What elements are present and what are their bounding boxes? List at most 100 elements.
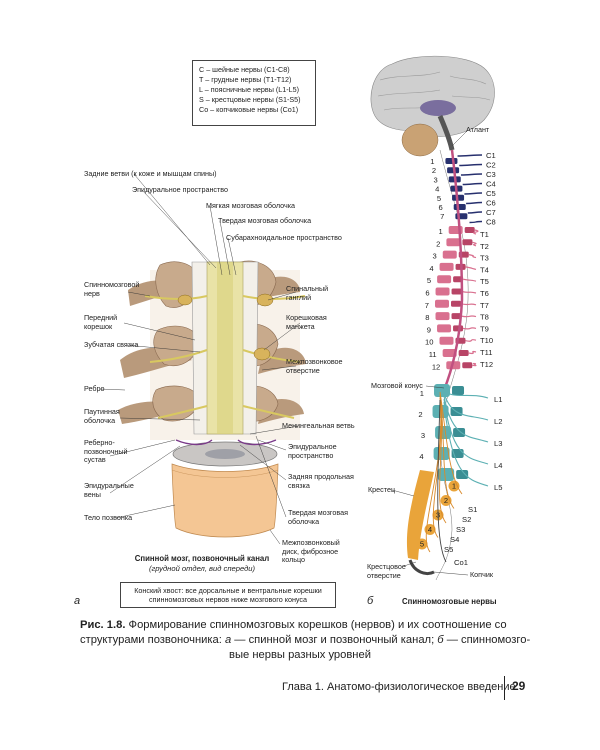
footer-divider bbox=[504, 676, 505, 700]
sacral-number: 2 bbox=[444, 496, 448, 505]
thoracic-nerve bbox=[460, 303, 477, 306]
thoracic-nerve bbox=[468, 254, 477, 259]
cervical-vertebra-number: 1 bbox=[430, 157, 434, 166]
thoracic-nerve-label: T9 bbox=[480, 324, 489, 333]
panel-a-title: Спинной мозг, позвоночный канал bbox=[134, 554, 270, 563]
thoracic-spinous bbox=[464, 227, 475, 233]
sacral-nerve-label: S2 bbox=[462, 515, 471, 524]
figure-caption: Рис. 1.8. Формирование спинномозговых ко… bbox=[80, 618, 530, 663]
sacral-nerve-label: S4 bbox=[450, 535, 459, 544]
sacrum bbox=[406, 470, 434, 560]
atlas-leader bbox=[451, 131, 467, 147]
thoracic-nerve bbox=[472, 362, 477, 367]
thoracic-nerve bbox=[472, 241, 477, 247]
cervical-vertebra bbox=[453, 204, 466, 210]
label-pia-mater: Мягкая мозговая оболочка bbox=[206, 201, 296, 210]
cervical-nerve bbox=[466, 201, 483, 205]
thoracic-spinous bbox=[451, 313, 462, 320]
brain-illustration bbox=[370, 55, 495, 157]
sacral-nerve-label: S5 bbox=[444, 545, 453, 554]
thoracic-nerve-label: T3 bbox=[480, 254, 489, 263]
label-intervertebral-foramen: Межпозвонковое отверстие bbox=[286, 357, 343, 375]
label-posterior-branches: Задние ветви (к коже и мышцам спины) bbox=[84, 169, 217, 178]
lumbar-nerve bbox=[443, 398, 489, 465]
label-dura-mater-top: Твердая мозговая оболочка bbox=[218, 216, 312, 225]
caption-line-1-text: Формирование спинномозговых корешков (не… bbox=[125, 619, 507, 631]
label-meningeal-branch: Менингеальная ветвь bbox=[282, 421, 355, 430]
sacral-nerve-label: S1 bbox=[468, 505, 477, 514]
lumbar-nerve-label: L4 bbox=[494, 461, 502, 470]
thoracic-nerve bbox=[465, 339, 477, 342]
label-sacrum: Крестец bbox=[368, 485, 396, 494]
thoracic-nerve-label: T12 bbox=[480, 360, 493, 369]
cauda-equina-note: Конский хвост: все дорсальные и вентраль… bbox=[120, 582, 336, 608]
thoracic-vertebra-body bbox=[439, 262, 454, 271]
thoracic-vertebra-body bbox=[446, 238, 461, 247]
label-sacral-hiatus: Крестцовое отверстие bbox=[367, 562, 406, 580]
legend-box: C – шейные нервы (C1-C8) T – грудные нер… bbox=[192, 60, 316, 126]
panel-a-letter: а bbox=[74, 595, 81, 607]
lumbar-spinous bbox=[452, 386, 465, 395]
legend-item-thoracic: T – грудные нервы (T1-T12) bbox=[199, 75, 292, 84]
thoracic-nerve-label: T5 bbox=[480, 277, 489, 286]
thoracic-vertebra-body bbox=[437, 275, 452, 284]
page-number: 29 bbox=[512, 679, 526, 693]
thoracic-spinous bbox=[462, 239, 473, 246]
sacral-number: 1 bbox=[452, 482, 456, 491]
cervical-nerve-label: C5 bbox=[486, 189, 496, 198]
sacral-foramen bbox=[416, 538, 428, 550]
lumbar-nerve-label: L5 bbox=[494, 483, 502, 492]
thoracic-vertebra-number: 6 bbox=[425, 289, 429, 298]
legend-item-lumbar: L – поясничные нервы (L1-L5) bbox=[199, 85, 300, 94]
lumbar-nerve bbox=[443, 401, 489, 487]
sacrum-leader bbox=[391, 489, 415, 497]
cervical-nerve-label: C7 bbox=[486, 208, 496, 217]
cervical-nerve bbox=[462, 182, 483, 186]
coccyx-leader bbox=[433, 571, 469, 576]
cervical-nerve bbox=[459, 163, 483, 167]
cervical-vertebra-number: 7 bbox=[440, 212, 444, 221]
thoracic-vertebra-number: 10 bbox=[425, 338, 433, 347]
cervical-nerve bbox=[467, 211, 483, 214]
cervical-vertebra-number: 5 bbox=[437, 194, 441, 203]
thoracic-vertebra-number: 4 bbox=[429, 264, 433, 273]
cervical-vertebra-number: 6 bbox=[438, 203, 442, 212]
cervical-nerve bbox=[457, 154, 483, 157]
cervical-vertebra-number: 3 bbox=[434, 175, 438, 184]
cervical-nerve-label: C3 bbox=[486, 170, 496, 179]
thoracic-vertebra-number: 12 bbox=[432, 362, 440, 371]
label-epidural-space: Эпидуральное пространство bbox=[132, 185, 229, 194]
cervical-nerve bbox=[469, 220, 483, 224]
label-arachnoid: Паутинная оболочка bbox=[84, 407, 120, 425]
legend-item-coccygeal: Co – копчиковые нервы (Co1) bbox=[199, 105, 299, 114]
cervical-nerve bbox=[460, 173, 483, 176]
panel-a-subtitle: (грудной отдел, вид спереди) bbox=[148, 564, 256, 573]
thoracic-nerve-label: T7 bbox=[480, 301, 489, 310]
label-posterior-longitudinal-ligament: Задняя продольная связка bbox=[288, 472, 354, 490]
thoracic-nerve-label: T6 bbox=[480, 289, 489, 298]
coccygeal-nerve bbox=[437, 399, 447, 563]
thoracic-nerve bbox=[461, 290, 477, 294]
chapter-footer: Глава 1. Анатомо-физиологическое введени… bbox=[282, 681, 516, 693]
thoracic-vertebra-number: 3 bbox=[433, 252, 437, 261]
caption-line-1: Рис. 1.8. Формирование спинномозговых ко… bbox=[80, 618, 520, 633]
label-costovertebral-joint: Реберно- позвоночный сустав bbox=[84, 438, 128, 465]
lumbar-vertebra-number: 1 bbox=[420, 389, 424, 398]
caption-line-2b: — спинной мозг и позвоночный канал; bbox=[231, 634, 438, 646]
caption-line-2: структурами позвоночника: а — спинной мо… bbox=[80, 633, 530, 648]
coccyx bbox=[408, 559, 435, 575]
label-dura-mater-right: Твердая мозговая оболочка bbox=[288, 508, 348, 526]
thoracic-vertebra-body bbox=[435, 299, 450, 308]
label-subarachnoid-space: Субарахноидальное пространство bbox=[226, 233, 342, 242]
thoracic-vertebra-number: 7 bbox=[425, 301, 429, 310]
coccygeal-nerve-label: Co1 bbox=[454, 558, 468, 567]
cervical-nerve-label: C4 bbox=[486, 180, 496, 189]
cervical-nerve-label: C2 bbox=[486, 161, 496, 170]
thoracic-spinous bbox=[462, 362, 473, 369]
thoracic-nerve-label: T11 bbox=[480, 348, 493, 357]
thoracic-nerve bbox=[462, 278, 477, 282]
lumbar-nerve-label: L2 bbox=[494, 417, 502, 426]
lumbar-nerve-label: L1 bbox=[494, 395, 502, 404]
thoracic-nerve-label: T10 bbox=[480, 336, 493, 345]
